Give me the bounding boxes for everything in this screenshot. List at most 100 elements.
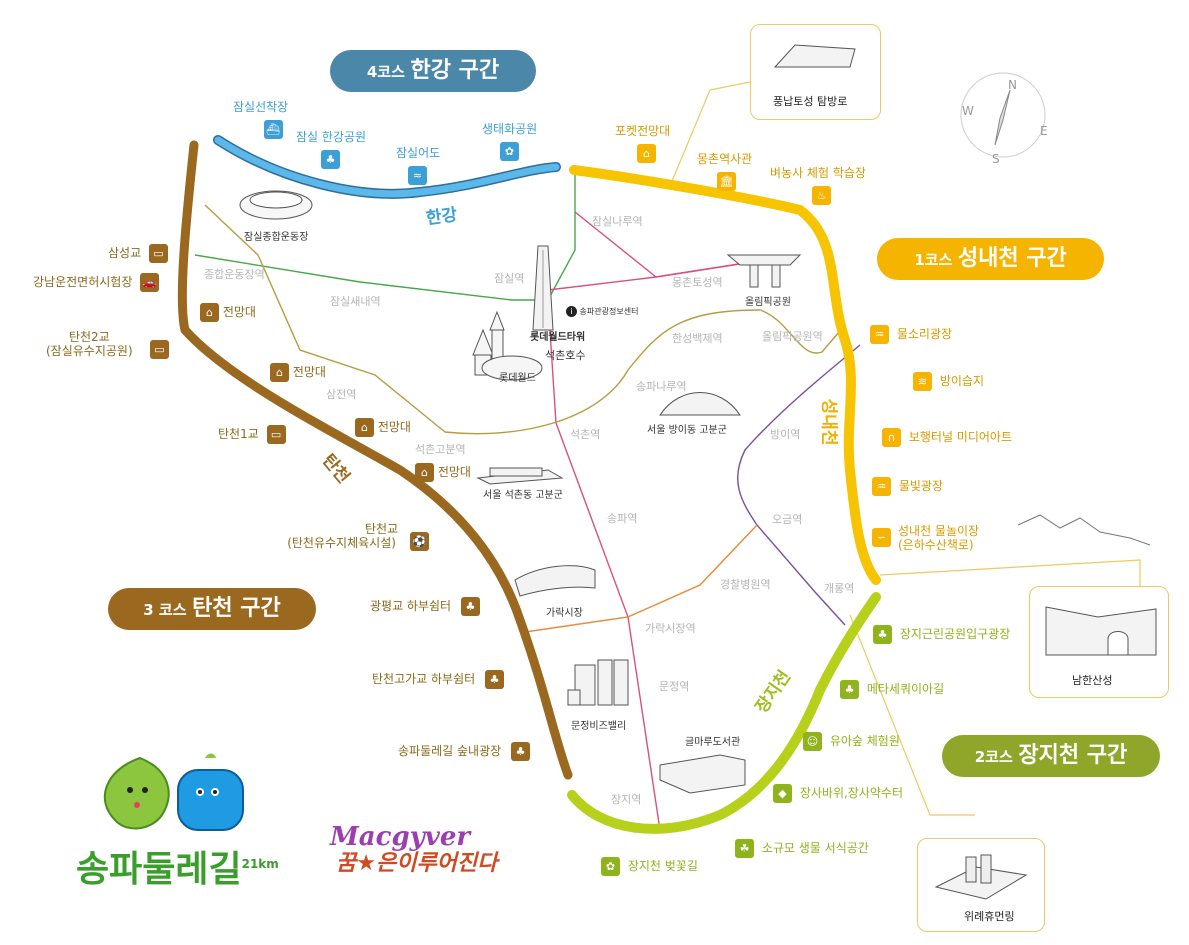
station-munjeong[interactable]: 문정역	[659, 680, 690, 693]
poi-observatory2[interactable]: ⌂ 전망대	[270, 363, 326, 382]
olympic-park-illustration	[726, 254, 802, 288]
poi-walking-tunnel-label: 보행터널 미디어아트	[908, 430, 1013, 444]
brand-distance: 21km	[241, 857, 279, 871]
station-ogeum[interactable]: 오금역	[772, 513, 803, 526]
poi-water-play[interactable]: ∽ 성내천 물놀이장 (은하수산책로)	[872, 524, 979, 552]
fountain-icon: ♒	[870, 325, 889, 344]
poi-driving-test-label: 강남운전면허시험장	[33, 275, 133, 289]
info-icon: i	[566, 306, 577, 317]
course4-badge: 4코스 한강 구간	[330, 50, 536, 92]
subway-line-5	[737, 344, 861, 626]
namhansanseong-label: 남한산성	[1072, 674, 1113, 687]
poi-forest-experience[interactable]: ☺ 유아숲 체험원	[803, 732, 900, 751]
poi-bangi-wetland-label: 방이습지	[939, 374, 984, 388]
flower-icon: ✿	[500, 142, 519, 161]
poi-walking-tunnel[interactable]: ∩ 보행터널 미디어아트	[882, 428, 1012, 447]
poi-water-sound-plaza[interactable]: ♒ 물소리광장	[870, 325, 952, 344]
poi-water-light-plaza[interactable]: ♒ 물빛광장	[872, 477, 943, 496]
bridge-icon: ▭	[266, 425, 286, 444]
poi-rice-farm-label: 벼농사 체험 학습장	[770, 166, 866, 180]
poi-small-habitat-label: 소규모 생물 서식공간	[761, 841, 869, 855]
landmark-munjeong-valley: 문정비즈밸리	[571, 721, 627, 732]
station-hanseongbaekje[interactable]: 한성백제역	[672, 332, 723, 345]
poi-eco-park[interactable]: 생태화공원 ✿	[482, 122, 537, 161]
brand-title-text: 송파둘레길	[76, 849, 242, 890]
station-seokchongobun[interactable]: 석촌고분역	[415, 443, 466, 456]
poi-observatory3[interactable]: ⌂ 전망대	[355, 418, 411, 437]
poi-tancheon2[interactable]: 탄천2교 (잠실유수지공원)	[46, 330, 133, 358]
station-songpanaru[interactable]: 송파나루역	[636, 380, 687, 393]
subway-line-2	[194, 175, 576, 301]
poi-cherry-road[interactable]: ✿ 장지천 벚꽃길	[601, 857, 698, 876]
poi-forest-plaza[interactable]: 송파둘레길 숲내광장 ♣	[398, 742, 531, 761]
tower-icon: ⌂	[637, 144, 656, 163]
poi-small-habitat[interactable]: ☘ 소규모 생물 서식공간	[735, 839, 869, 858]
poi-jamsil-fishway[interactable]: 잠실어도 ≈	[396, 146, 440, 185]
station-jangji[interactable]: 장지역	[611, 793, 642, 806]
poi-jangji-park-entrance[interactable]: ♣ 장지근린공원입구광장	[873, 625, 1010, 644]
station-jamsilnaru[interactable]: 잠실나루역	[592, 215, 643, 228]
fountain-icon: ♒	[872, 477, 891, 496]
poi-tancheongyo-label-1: 탄천교	[365, 522, 399, 536]
rock-icon: ◆	[773, 784, 792, 803]
swim-icon: ∽	[872, 528, 891, 547]
course2-number: 2코스	[974, 748, 1013, 766]
poi-samseong-bridge-label: 삼성교	[108, 246, 142, 260]
wetland-icon: ≋	[913, 372, 932, 391]
poi-driving-test[interactable]: 강남운전면허시험장 🚗	[33, 273, 160, 292]
station-olympic-park[interactable]: 올림픽공원역	[762, 330, 823, 343]
poi-water-sound-plaza-label: 물소리광장	[896, 327, 953, 341]
station-samjeon[interactable]: 삼전역	[326, 388, 357, 401]
poi-meta-sequoia[interactable]: ♣ 메타세쿼이아길	[840, 680, 944, 699]
poi-bangi-wetland[interactable]: ≋ 방이습지	[913, 372, 984, 391]
course2-name: 장지천 구간	[1018, 743, 1128, 768]
subway-line-8b	[547, 261, 753, 291]
poi-gwangpyeong-shelter-label: 광평교 하부쉼터	[370, 599, 452, 613]
landmark-library: 글마루도서관	[685, 737, 741, 748]
station-songpa[interactable]: 송파역	[607, 512, 638, 525]
landmark-lake: 석촌호수	[545, 349, 586, 362]
station-bangi[interactable]: 방이역	[770, 428, 801, 441]
poi-jamsil-wharf[interactable]: 잠실선착장 ⛴	[233, 100, 288, 139]
poi-samseong-bridge[interactable]: 삼성교 ▭	[108, 244, 168, 263]
tancheon-river	[177, 140, 573, 780]
station-jamsil[interactable]: 잠실역	[494, 272, 525, 285]
poi-observatory3-label: 전망대	[377, 420, 411, 434]
child-icon: ☺	[803, 732, 822, 751]
poi-pocket-observatory[interactable]: 포켓전망대 ⌂	[615, 124, 670, 163]
pungnap-label: 풍납토성 탐방로	[773, 95, 848, 108]
pungnap-box: 풍납토성 탐방로	[750, 24, 881, 120]
station-garak-market[interactable]: 가락시장역	[645, 622, 696, 635]
poi-observatory2-label: 전망대	[292, 365, 326, 379]
mascot-pear	[103, 756, 170, 830]
poi-tancheon1[interactable]: 탄천1교 ▭	[218, 425, 286, 444]
station-gaerong[interactable]: 개롱역	[824, 582, 855, 595]
compass-e: E	[1040, 124, 1048, 138]
poi-jangsa-rock[interactable]: ◆ 장사바위,장사약수터	[773, 784, 903, 803]
landmark-bangi-tomb: 서울 방이동 고분군	[647, 425, 727, 436]
forest-icon: ♣	[511, 742, 531, 761]
poi-observatory4[interactable]: ⌂ 전망대	[415, 463, 471, 482]
poi-rice-farm[interactable]: 벼농사 체험 학습장 ♨	[770, 166, 866, 205]
landmark-info-center-label: 송파관광정보센터	[579, 307, 639, 316]
station-police-hospital[interactable]: 경찰병원역	[720, 578, 771, 591]
mascot-blue	[177, 753, 244, 831]
station-seokchon[interactable]: 석촌역	[570, 428, 601, 441]
station-jamsilsaenae[interactable]: 잠실새내역	[330, 295, 381, 308]
landmark-garak-market: 가락시장	[546, 608, 583, 619]
poi-tancheongyo[interactable]: 탄천교 (탄천유수지체육시설)	[285, 522, 398, 550]
poi-observatory1[interactable]: ⌂ 전망대	[200, 303, 256, 322]
station-mongchontoseong[interactable]: 몽촌토성역	[672, 276, 723, 289]
tree-icon: ♣	[321, 150, 340, 169]
station-sports-complex[interactable]: 종합운동장역	[204, 268, 265, 281]
poi-jamsil-hangang-park[interactable]: 잠실 한강공원 ♣	[296, 130, 366, 169]
poi-mongchon-museum[interactable]: 몽촌역사관 🏛	[697, 152, 752, 191]
poi-jangji-park-entrance-label: 장지근린공원입구광장	[899, 627, 1011, 641]
tower-icon: ⌂	[270, 363, 289, 382]
poi-gwangpyeong-shelter[interactable]: 광평교 하부쉼터 ♣	[370, 597, 480, 616]
brand-title: 송파둘레길21km	[76, 842, 279, 892]
poi-tancheongoga-shelter[interactable]: 탄천고가교 하부쉼터 ♣	[372, 670, 505, 689]
munjeong-valley-illustration	[567, 659, 629, 706]
tower-icon: ⌂	[415, 463, 434, 482]
bangi-tomb-illustration	[659, 392, 741, 416]
